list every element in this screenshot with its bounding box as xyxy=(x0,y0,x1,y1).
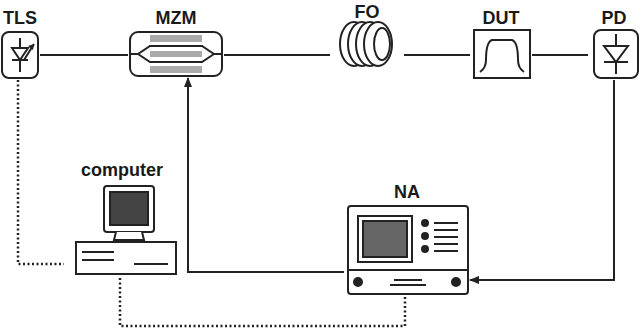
device-label: computer xyxy=(64,160,180,180)
photodiode: PD xyxy=(588,8,640,80)
device-label: NA xyxy=(344,182,470,202)
signal-line xyxy=(224,54,330,56)
computer-icon: computer xyxy=(64,160,180,278)
device-label: DUT xyxy=(470,8,532,28)
signal-line xyxy=(532,54,588,56)
laser-source: TLS xyxy=(0,8,40,80)
signal-line xyxy=(188,78,344,272)
signal-line xyxy=(470,80,614,280)
device-label: MZM xyxy=(128,8,224,28)
device-label: TLS xyxy=(0,8,40,28)
signal-line xyxy=(40,54,128,56)
device-label: PD xyxy=(588,8,640,28)
device-label: FO xyxy=(330,2,404,22)
control-cable xyxy=(18,80,64,264)
network-analyzer: NA xyxy=(344,182,470,296)
fiber-coil: FO xyxy=(330,2,404,70)
modulator-box: MZM xyxy=(128,8,224,78)
filter-device: DUT xyxy=(470,8,532,80)
signal-line xyxy=(404,54,470,56)
